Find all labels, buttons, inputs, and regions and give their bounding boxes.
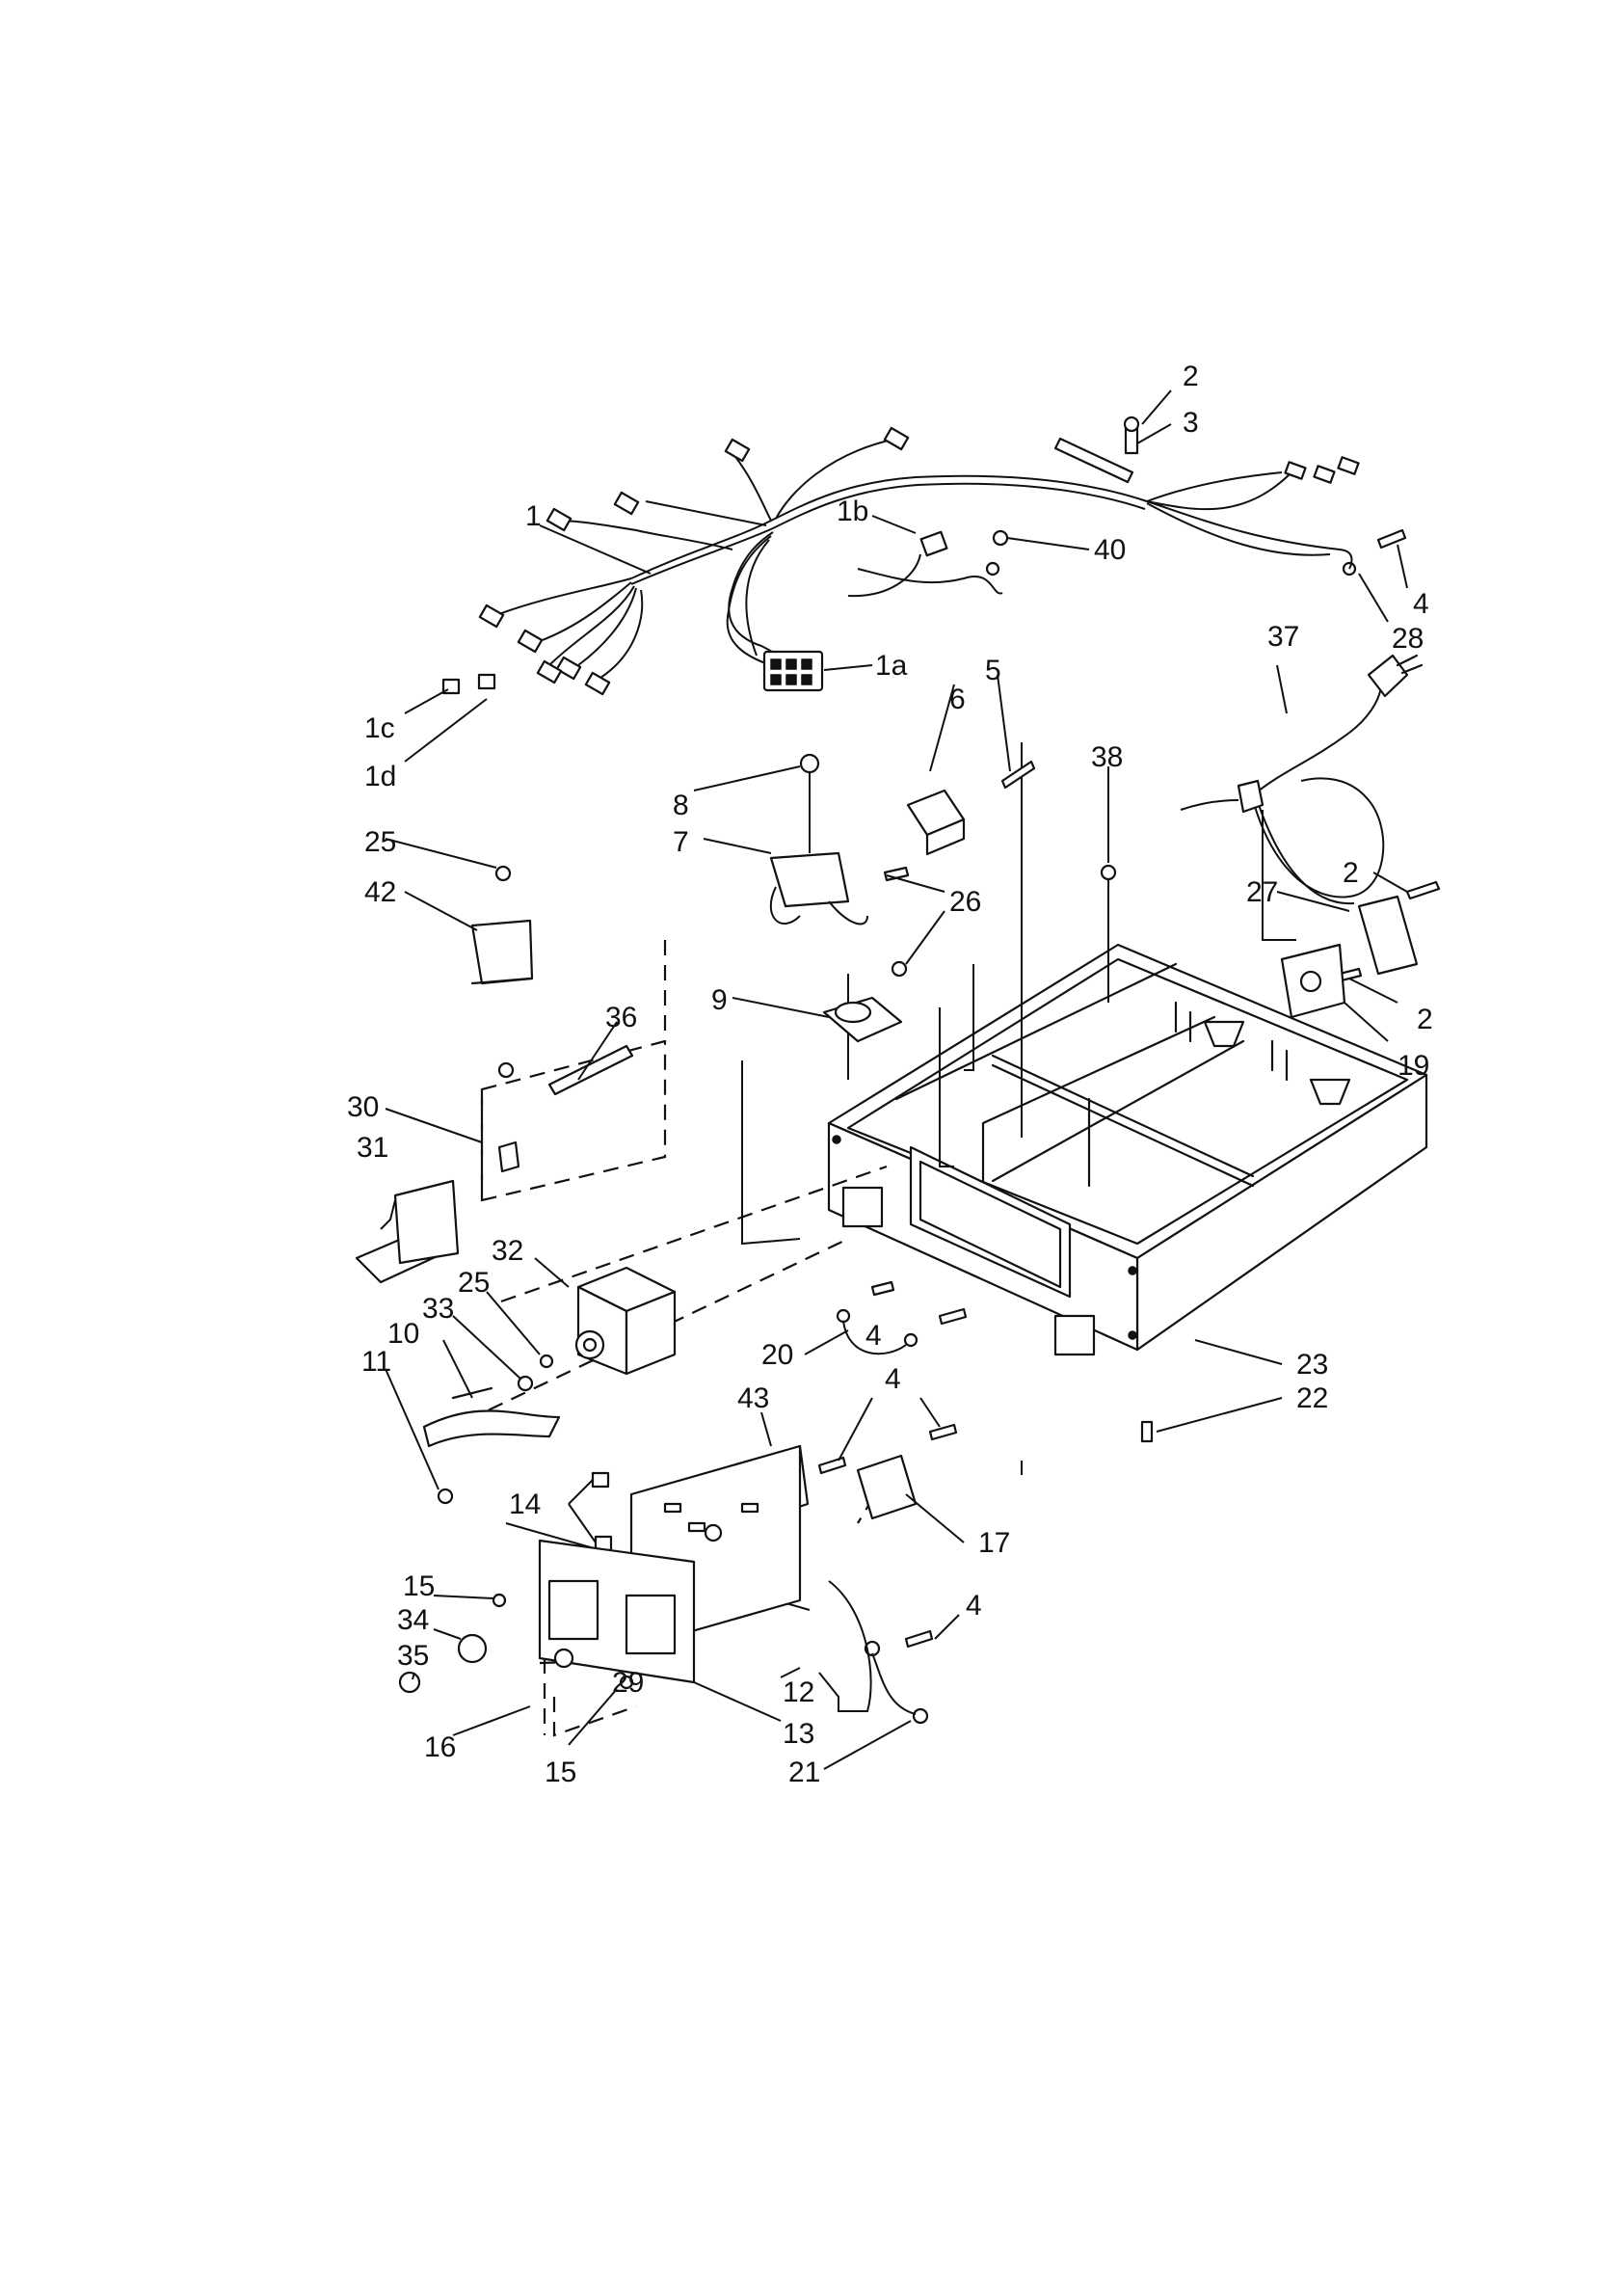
callout-labels: 1 1b 1a 1c 1d 2 3 40 4 28 37 5 6 38 8 7 …	[347, 361, 1433, 1788]
callout-23: 23	[1296, 1349, 1328, 1381]
callout-1a: 1a	[875, 650, 908, 682]
callout-1c: 1c	[364, 712, 395, 744]
callout-3: 3	[1183, 407, 1199, 439]
callout-25-mid: 25	[458, 1267, 490, 1299]
callout-9: 9	[711, 984, 728, 1016]
wire-harness	[441, 426, 1360, 696]
callout-5: 5	[985, 655, 1001, 686]
callout-40: 40	[1094, 534, 1126, 566]
callout-15-top: 15	[403, 1570, 435, 1602]
callout-4-bottom: 4	[966, 1590, 982, 1622]
callout-29: 29	[612, 1667, 644, 1699]
callout-21: 21	[788, 1757, 820, 1788]
callout-20: 20	[761, 1339, 793, 1371]
callout-14: 14	[509, 1489, 541, 1520]
callout-19: 19	[1398, 1050, 1429, 1082]
power-cord	[1180, 654, 1424, 905]
callout-36: 36	[605, 1002, 637, 1033]
callout-27: 27	[1246, 876, 1278, 908]
callout-4-top: 4	[1413, 588, 1429, 620]
callout-10: 10	[387, 1318, 419, 1350]
callout-arrows	[380, 389, 1408, 1770]
callout-1b: 1b	[837, 496, 868, 527]
callout-34: 34	[397, 1604, 429, 1636]
callout-8: 8	[673, 790, 689, 821]
callout-4-mid: 4	[865, 1320, 882, 1352]
callout-13: 13	[783, 1718, 814, 1750]
callout-1: 1	[525, 500, 542, 532]
callout-12: 12	[783, 1676, 814, 1708]
callout-30: 30	[347, 1091, 379, 1123]
callout-15-bottom: 15	[545, 1757, 576, 1788]
callout-32: 32	[492, 1235, 523, 1267]
callout-7: 7	[673, 826, 689, 858]
callout-2-right-lower: 2	[1417, 1004, 1433, 1035]
callout-2-right: 2	[1343, 857, 1359, 889]
callout-1d: 1d	[364, 761, 396, 792]
callout-17: 17	[978, 1527, 1010, 1559]
callout-25-top: 25	[364, 826, 396, 858]
callout-35: 35	[397, 1640, 429, 1672]
callout-26: 26	[949, 886, 981, 918]
callout-22: 22	[1296, 1382, 1328, 1414]
callout-31: 31	[357, 1132, 388, 1164]
base-frame	[827, 943, 1428, 1356]
callout-42: 42	[364, 876, 396, 908]
small-parts	[355, 416, 1441, 1725]
callout-43: 43	[737, 1382, 769, 1414]
callout-33: 33	[422, 1293, 454, 1325]
callout-37: 37	[1267, 621, 1299, 653]
callout-16: 16	[424, 1731, 456, 1763]
callout-11: 11	[361, 1346, 391, 1378]
callout-38: 38	[1091, 741, 1123, 773]
callout-4-lower: 4	[885, 1363, 901, 1395]
callout-6: 6	[949, 684, 966, 715]
callout-2-top: 2	[1183, 361, 1199, 392]
callout-28: 28	[1392, 623, 1424, 655]
